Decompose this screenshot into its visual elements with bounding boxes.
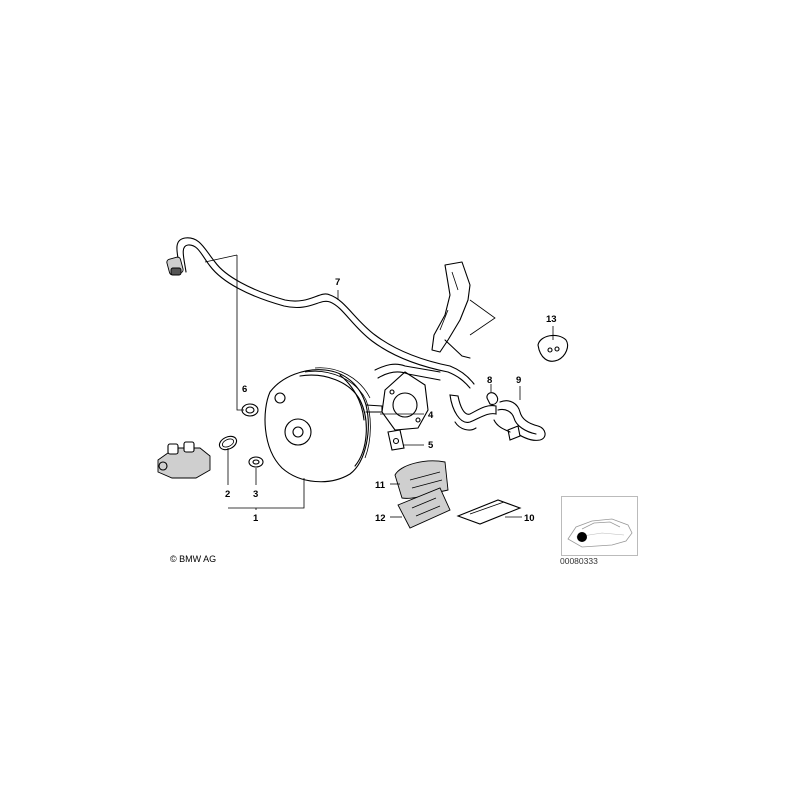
grommet <box>241 403 259 417</box>
check-valve-hose <box>374 363 497 431</box>
mounting-plate <box>397 487 451 529</box>
callout-9: 9 <box>516 375 521 386</box>
curved-hose <box>493 400 546 441</box>
callout-4: 4 <box>428 410 434 421</box>
callout-10: 10 <box>524 513 535 524</box>
copyright-notice: © BMW AG <box>170 554 217 564</box>
gasket-plate <box>381 371 429 431</box>
pedal-pad <box>456 499 522 525</box>
hose-clamp <box>486 392 499 405</box>
callout-7: 7 <box>335 277 340 288</box>
callout-8: 8 <box>487 375 492 386</box>
callout-2: 2 <box>225 489 230 500</box>
brake-booster <box>264 367 383 483</box>
callout-5: 5 <box>428 440 434 451</box>
reinforcement-bracket <box>394 460 449 499</box>
vacuum-hose-line <box>166 237 475 389</box>
nut <box>248 456 264 468</box>
o-ring <box>218 435 238 451</box>
callout-11: 11 <box>375 480 386 491</box>
vehicle-locator-thumbnail <box>561 496 638 556</box>
callout-1: 1 <box>253 513 259 524</box>
leader-lines <box>204 254 554 518</box>
mounting-clip <box>387 429 405 451</box>
small-bracket <box>537 334 569 362</box>
callout-6: 6 <box>242 384 247 395</box>
master-cylinder <box>157 441 211 479</box>
callout-3: 3 <box>253 489 258 500</box>
diagram-id: 00080333 <box>560 556 598 566</box>
callout-12: 12 <box>375 513 386 524</box>
callout-13: 13 <box>546 314 557 325</box>
pedal-bracket <box>431 261 496 359</box>
car-outline-icon <box>567 518 633 548</box>
